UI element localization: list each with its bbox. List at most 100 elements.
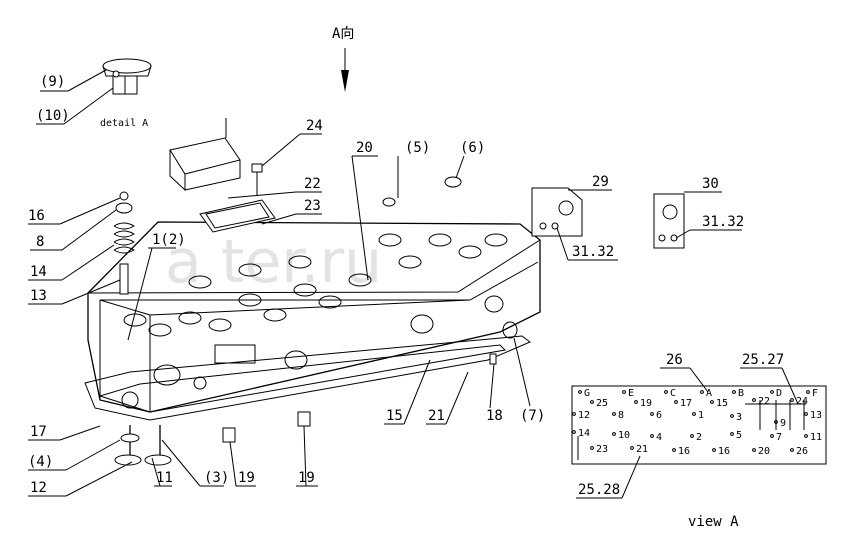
view-a-hole (634, 400, 638, 404)
callout-19a: 19 (238, 470, 255, 486)
view-a-mark: F (812, 388, 818, 399)
callout-4: (4) (28, 454, 53, 470)
view-a-mark: 19 (640, 398, 652, 409)
view-a-mark: 13 (810, 410, 822, 421)
view-a-hole (590, 446, 594, 450)
callout-25-28: 25.28 (578, 482, 620, 498)
callout-18: 18 (486, 408, 503, 424)
view-a-hole (672, 448, 676, 452)
callout-9: (9) (40, 74, 65, 90)
view-a-mark: D (776, 388, 782, 399)
callout-24: 24 (306, 118, 323, 134)
callout-29: 29 (592, 174, 609, 190)
view-a-hole (804, 434, 808, 438)
callout-21: 21 (428, 408, 445, 424)
callout-31-32b: 31.32 (702, 214, 744, 230)
view-a-mark: 11 (810, 432, 822, 443)
view-direction-arrow: A向 (332, 26, 354, 92)
view-a-mark: 20 (758, 446, 770, 457)
view-a-hole (790, 448, 794, 452)
view-a-mark: G (584, 388, 590, 399)
view-a-hole (752, 448, 756, 452)
head-gasket (84, 335, 531, 421)
view-a-mark: A (706, 388, 712, 399)
plug-5 (382, 197, 396, 207)
callout-17: 17 (30, 424, 47, 440)
callout-19b: 19 (298, 470, 315, 486)
callout-12: 12 (30, 480, 47, 496)
view-a-hole (790, 398, 794, 402)
view-a-hole (664, 390, 668, 394)
callout-20: 20 (356, 140, 373, 156)
cylinder-head (87, 221, 541, 413)
view-a-mark: 12 (578, 410, 590, 421)
valve-bosses (123, 233, 508, 337)
callout-7: (7) (520, 408, 545, 424)
plug-19a (222, 427, 236, 443)
view-a-mark: 5 (736, 430, 742, 441)
view-a-mark: 8 (618, 410, 624, 421)
dowel-18 (489, 353, 497, 365)
view-a-hole (590, 400, 594, 404)
callout-11: 11 (156, 470, 173, 486)
callout-5: (5) (405, 140, 430, 156)
view-a-mark: 24 (796, 396, 808, 407)
bracket-30 (653, 193, 685, 249)
view-a-mark: 2 (696, 432, 702, 443)
callout-16: 16 (28, 208, 45, 224)
callout-25-27: 25.27 (742, 352, 784, 368)
callout-14: 14 (30, 264, 47, 280)
bolt-24 (251, 163, 263, 196)
view-a-mark: 4 (656, 432, 662, 443)
view-a-hole (710, 400, 714, 404)
view-a-mark: 6 (656, 410, 662, 421)
callout-10: (10) (36, 108, 70, 124)
valve-spring-assembly (113, 191, 135, 295)
view-a-mark: 25 (596, 398, 608, 409)
view-a-mark: 14 (578, 428, 590, 439)
view-a-mark: B (738, 388, 744, 399)
callout-15: 15 (386, 408, 403, 424)
view-a-hole (612, 412, 616, 416)
plug-19b (297, 411, 311, 427)
view-a-hole (650, 412, 654, 416)
view-direction-label: A向 (332, 26, 354, 42)
view-a-hole (630, 446, 634, 450)
detail-caption: detail A (100, 118, 148, 129)
view-a-hole (612, 432, 616, 436)
view-a-mark: 16 (678, 446, 690, 457)
view-a-hole (572, 412, 576, 416)
view-a-mark: 10 (618, 430, 630, 441)
view-a-mark: E (628, 388, 634, 399)
view-a-hole (730, 432, 734, 436)
view-a-hole (804, 412, 808, 416)
view-a-mark: 15 (716, 398, 728, 409)
bracket-29 (531, 187, 583, 237)
view-a-mark: 17 (680, 398, 692, 409)
view-a-mark: 3 (736, 412, 742, 423)
callouts: 16 8 14 13 1(2) 24 22 23 20 (5) (6) 29 3… (28, 118, 744, 497)
cover-plate (169, 118, 241, 192)
view-a-mark: 22 (758, 396, 770, 407)
callout-3: (3) (204, 470, 229, 486)
view-a-hole (674, 400, 678, 404)
view-a-hole (650, 434, 654, 438)
view-a-hole (712, 448, 716, 452)
detail-a: detail A (100, 58, 152, 129)
watermark: a ter.ru (165, 227, 382, 297)
view-a-hole (700, 390, 704, 394)
view-a-hole (622, 390, 626, 394)
view-a-hole (770, 434, 774, 438)
callout-8: 8 (36, 234, 44, 250)
view-a-hole (578, 390, 582, 394)
callout-23: 23 (304, 198, 321, 214)
view-a-mark: 9 (780, 418, 786, 429)
view-a-hole (752, 398, 756, 402)
callout-31-32a: 31.32 (572, 244, 614, 260)
view-a-hole (692, 412, 696, 416)
callout-26: 26 (666, 352, 683, 368)
view-a-mark: 16 (718, 446, 730, 457)
